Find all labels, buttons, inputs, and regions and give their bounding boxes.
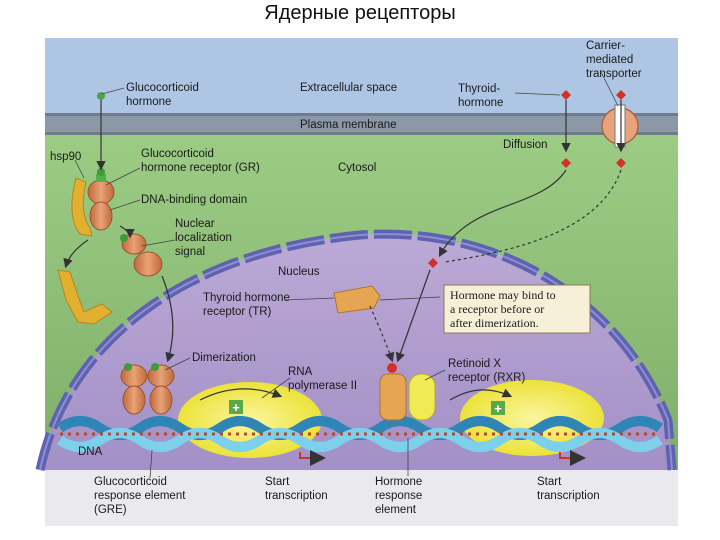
- thyroid-receptor-free: [333, 285, 381, 314]
- activation-plus-left: +: [229, 400, 243, 415]
- extracellular-region: [45, 38, 678, 113]
- label-cytosol: Cytosol: [338, 162, 376, 174]
- thyroid-hormone-molecules: [428, 90, 626, 268]
- label-hormone-response-element: Hormone response element: [375, 476, 426, 516]
- slide-title: Ядерные рецепторы: [264, 2, 456, 24]
- label-start-transcription-left: Start transcription: [265, 476, 328, 502]
- svg-text:+: +: [232, 400, 240, 415]
- hsp90-released: [57, 269, 113, 325]
- activation-plus-right: +: [491, 401, 505, 416]
- label-plasma-membrane: Plasma membrane: [300, 119, 397, 131]
- caption-region: [45, 470, 678, 526]
- plasma-membrane: [45, 113, 678, 135]
- label-gre: Glucocorticoid response element (GRE): [94, 476, 189, 516]
- dimerization-callout-box: [443, 284, 591, 334]
- gr-dimer: [120, 363, 175, 415]
- label-glucocorticoid-hormone: Glucocorticoid hormone: [126, 82, 202, 108]
- label-start-transcription-right: Start transcription: [537, 476, 600, 502]
- start-arrow-left: [299, 450, 326, 466]
- label-nuclear-localization: Nuclear localization signal: [175, 218, 235, 258]
- label-carrier-transporter: Carrier- mediated transporter: [586, 40, 642, 80]
- tr-rxr-heterodimer: [379, 363, 436, 421]
- leader-lines: [74, 69, 619, 479]
- callout-text: Hormone may bind to a receptor before or…: [450, 288, 559, 330]
- dna-helix: [57, 416, 663, 452]
- label-dna-binding-domain: DNA-binding domain: [141, 194, 247, 206]
- label-gr-receptor: Glucocorticoid hormone receptor (GR): [141, 148, 260, 174]
- label-rna-polymerase: RNA polymerase II: [288, 366, 357, 392]
- label-nucleus: Nucleus: [278, 266, 320, 278]
- hsp90-gr-complex: [71, 168, 115, 237]
- label-hsp90: hsp90: [50, 151, 81, 163]
- label-thyroid-receptor: Thyroid hormone receptor (TR): [203, 292, 293, 318]
- start-arrow-right: [559, 450, 586, 466]
- carrier-transporter: [601, 104, 639, 148]
- label-dna: DNA: [78, 446, 103, 458]
- label-retinoid-receptor: Retinoid X receptor (RXR): [448, 358, 525, 384]
- label-thyroid-hormone: Thyroid- hormone: [458, 83, 503, 109]
- label-dimerization: Dimerization: [192, 352, 256, 364]
- svg-text:+: +: [494, 401, 502, 416]
- activated-gr: [120, 233, 163, 277]
- label-extracellular-space: Extracellular space: [300, 82, 397, 94]
- pathway-arrows: [63, 100, 626, 401]
- label-diffusion: Diffusion: [503, 139, 548, 151]
